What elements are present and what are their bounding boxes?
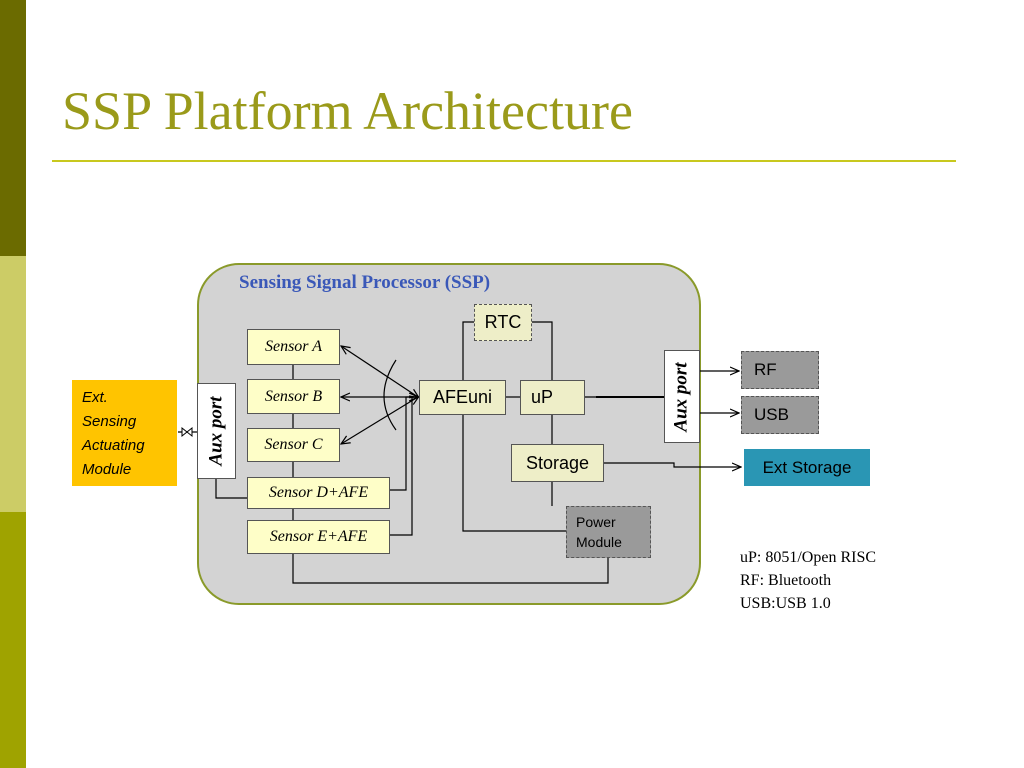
stripe-dark: [0, 0, 26, 256]
rf-block: RF: [741, 351, 819, 389]
sensor-b-label: Sensor B: [264, 387, 323, 405]
sensor-d-label: Sensor D+AFE: [268, 484, 369, 501]
up-label: uP: [531, 387, 554, 407]
afeuni-block: AFEuni: [419, 380, 506, 415]
sensor-a-label: Sensor A: [264, 338, 323, 355]
sensor-c: Sensor C: [247, 428, 340, 462]
sensor-e-label: Sensor E+AFE: [269, 528, 368, 545]
ext-sensing-line-4: Module: [82, 461, 132, 478]
spec-notes: uP: 8051/Open RISC RF: Bluetooth USB:USB…: [740, 546, 876, 615]
aux-port-left: Aux port: [197, 383, 236, 479]
rf-label: RF: [754, 360, 777, 379]
power-module-block: Power Module: [566, 506, 651, 558]
title-rule: [52, 160, 956, 162]
note-usb: USB:USB 1.0: [740, 595, 831, 612]
ext-storage-block: Ext Storage: [744, 449, 870, 486]
rtc-label: RTC: [484, 312, 522, 332]
aux-port-right: Aux port: [664, 350, 700, 443]
rtc-block: RTC: [474, 304, 532, 341]
power-label-2: Module: [576, 534, 622, 550]
slide-title: SSP Platform Architecture: [62, 81, 633, 141]
sensor-b: Sensor B: [247, 379, 340, 414]
stripe-mid: [0, 512, 26, 768]
ssp-label: Sensing Signal Processor (SSP): [239, 272, 491, 293]
sensor-e-afe: Sensor E+AFE: [247, 520, 390, 554]
ext-sensing-line-3: Actuating: [82, 437, 145, 454]
ext-storage-label: Ext Storage: [762, 457, 852, 477]
ext-sensing-line-2: Sensing: [82, 413, 137, 430]
afeuni-label: AFEuni: [432, 387, 493, 407]
storage-block: Storage: [511, 444, 604, 482]
ext-sensing-line-1: Ext.: [82, 389, 108, 406]
sensor-d-afe: Sensor D+AFE: [247, 477, 390, 509]
storage-label: Storage: [525, 452, 590, 473]
aux-port-left-label: Aux port: [205, 396, 227, 466]
aux-port-right-label: Aux port: [671, 361, 693, 432]
up-block: uP: [520, 380, 585, 415]
stripe-light: [0, 256, 26, 512]
sensor-c-label: Sensor C: [264, 436, 323, 453]
usb-label: USB: [754, 405, 789, 424]
note-rf: RF: Bluetooth: [740, 572, 832, 589]
note-up: uP: 8051/Open RISC: [740, 549, 877, 566]
usb-block: USB: [741, 396, 819, 434]
power-label-1: Power: [576, 514, 616, 530]
ext-sensing-module: Ext. Sensing Actuating Module: [72, 380, 177, 486]
sensor-a: Sensor A: [247, 329, 340, 365]
